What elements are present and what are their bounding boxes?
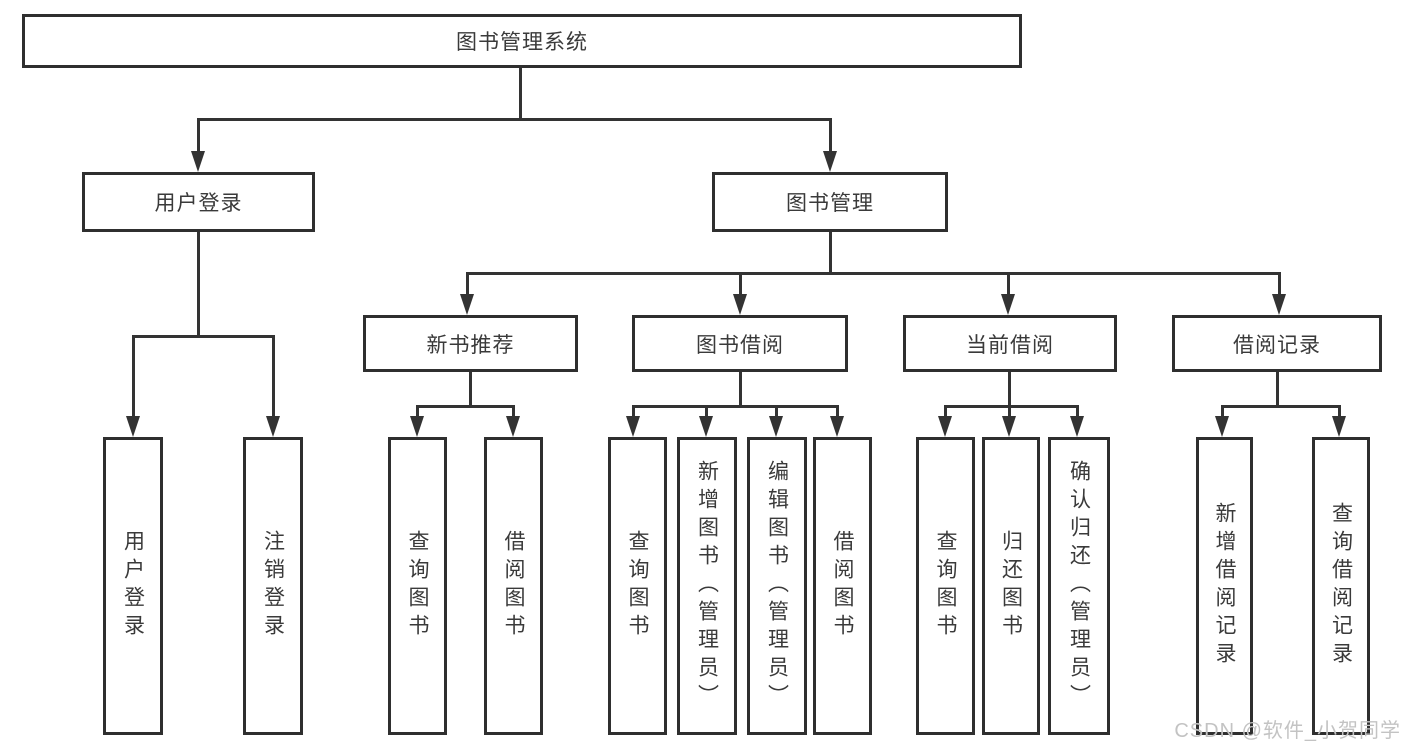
node-leaf-query-borrow-record: 查询借阅记录 — [1312, 437, 1370, 735]
node-root-book-management-system: 图书管理系统 — [22, 14, 1022, 68]
connector-line — [197, 118, 200, 152]
connector-line — [1278, 272, 1281, 295]
node-borrowing-records: 借阅记录 — [1172, 315, 1382, 372]
node-label: 查询图书 — [626, 530, 649, 642]
node-label: 编辑图书（管理员） — [765, 460, 789, 712]
node-label: 用户登录 — [154, 192, 243, 215]
node-leaf-add-books-admin: 新增图书（管理员） — [677, 437, 737, 735]
arrow-down-icon — [506, 416, 520, 437]
connector-line — [739, 372, 742, 405]
node-book-management: 图书管理 — [712, 172, 948, 232]
node-leaf-borrow-books-borrowing: 借阅图书 — [813, 437, 872, 735]
node-label: 查询借阅记录 — [1329, 502, 1353, 670]
node-label: 新增借阅记录 — [1213, 502, 1236, 670]
connector-line — [829, 232, 832, 272]
arrow-down-icon — [733, 294, 747, 315]
arrow-down-icon — [830, 416, 844, 437]
node-leaf-logout: 注销登录 — [243, 437, 303, 735]
arrow-down-icon — [460, 294, 474, 315]
arrow-down-icon — [126, 416, 140, 437]
node-leaf-user-login: 用户登录 — [103, 437, 163, 735]
node-label: 当前借阅 — [966, 333, 1054, 357]
connector-line — [829, 118, 832, 152]
node-label: 查询图书 — [406, 530, 429, 642]
connector-line — [739, 272, 742, 295]
node-label: 借阅图书 — [502, 530, 525, 642]
node-label: 图书管理 — [786, 192, 874, 215]
node-label: 借阅记录 — [1233, 333, 1321, 357]
node-book-borrowing: 图书借阅 — [632, 315, 848, 372]
node-label: 新增图书（管理员） — [695, 460, 719, 712]
csdn-watermark: CSDN @软件_小贺同学 — [1174, 720, 1401, 742]
arrow-down-icon — [1215, 416, 1229, 437]
node-label: 图书管理系统 — [456, 31, 588, 54]
node-leaf-edit-books-admin: 编辑图书（管理员） — [747, 437, 807, 735]
node-leaf-query-books-recommend: 查询图书 — [388, 437, 447, 735]
arrow-down-icon — [769, 416, 783, 437]
node-leaf-add-borrow-record: 新增借阅记录 — [1196, 437, 1253, 735]
node-label: 归还图书 — [999, 530, 1023, 642]
arrow-down-icon — [699, 416, 713, 437]
connector-line — [1008, 405, 1011, 417]
connector-line — [197, 232, 200, 335]
node-label: 借阅图书 — [831, 530, 854, 642]
node-label: 注销登录 — [261, 530, 285, 642]
arrow-down-icon — [410, 416, 424, 437]
node-leaf-query-books-current: 查询图书 — [916, 437, 975, 735]
node-label: 新书推荐 — [426, 333, 515, 357]
connector-line — [836, 405, 839, 417]
node-new-book-recommend: 新书推荐 — [363, 315, 578, 372]
connector-line — [272, 335, 275, 417]
connector-line — [1338, 405, 1341, 417]
connector-line — [132, 335, 274, 338]
connector-line — [1007, 272, 1010, 295]
arrow-down-icon — [823, 151, 837, 172]
connector-line — [1276, 372, 1279, 405]
connector-line — [132, 335, 135, 417]
connector-line — [1008, 372, 1011, 405]
node-label: 查询图书 — [934, 530, 957, 642]
connector-line — [1221, 405, 1341, 408]
connector-line — [944, 405, 1079, 408]
connector-line — [775, 405, 778, 417]
connector-line — [469, 372, 472, 405]
arrow-down-icon — [626, 416, 640, 437]
connector-line — [1076, 405, 1079, 417]
node-label: 图书借阅 — [696, 333, 784, 357]
connector-line — [705, 405, 708, 417]
connector-line — [466, 272, 469, 295]
connector-line — [416, 405, 515, 408]
node-user-login: 用户登录 — [82, 172, 315, 232]
arrow-down-icon — [1001, 294, 1015, 315]
node-label: 确认归还（管理员） — [1067, 460, 1091, 712]
connector-line — [512, 405, 515, 417]
node-current-borrowing: 当前借阅 — [903, 315, 1117, 372]
node-leaf-query-books-borrowing: 查询图书 — [608, 437, 667, 735]
connector-line — [466, 272, 1281, 275]
arrow-down-icon — [191, 151, 205, 172]
arrow-down-icon — [1002, 416, 1016, 437]
connector-line — [197, 118, 831, 121]
arrow-down-icon — [938, 416, 952, 437]
arrow-down-icon — [1332, 416, 1346, 437]
connector-line — [416, 405, 419, 417]
node-leaf-borrow-books-recommend: 借阅图书 — [484, 437, 543, 735]
connector-line — [519, 68, 522, 118]
connector-line — [1221, 405, 1224, 417]
node-label: 用户登录 — [121, 530, 145, 642]
arrow-down-icon — [1272, 294, 1286, 315]
connector-line — [944, 405, 947, 417]
connector-line — [632, 405, 839, 408]
arrow-down-icon — [266, 416, 280, 437]
arrow-down-icon — [1070, 416, 1084, 437]
node-leaf-return-books: 归还图书 — [982, 437, 1040, 735]
node-leaf-confirm-return-admin: 确认归还（管理员） — [1048, 437, 1110, 735]
connector-line — [632, 405, 635, 417]
